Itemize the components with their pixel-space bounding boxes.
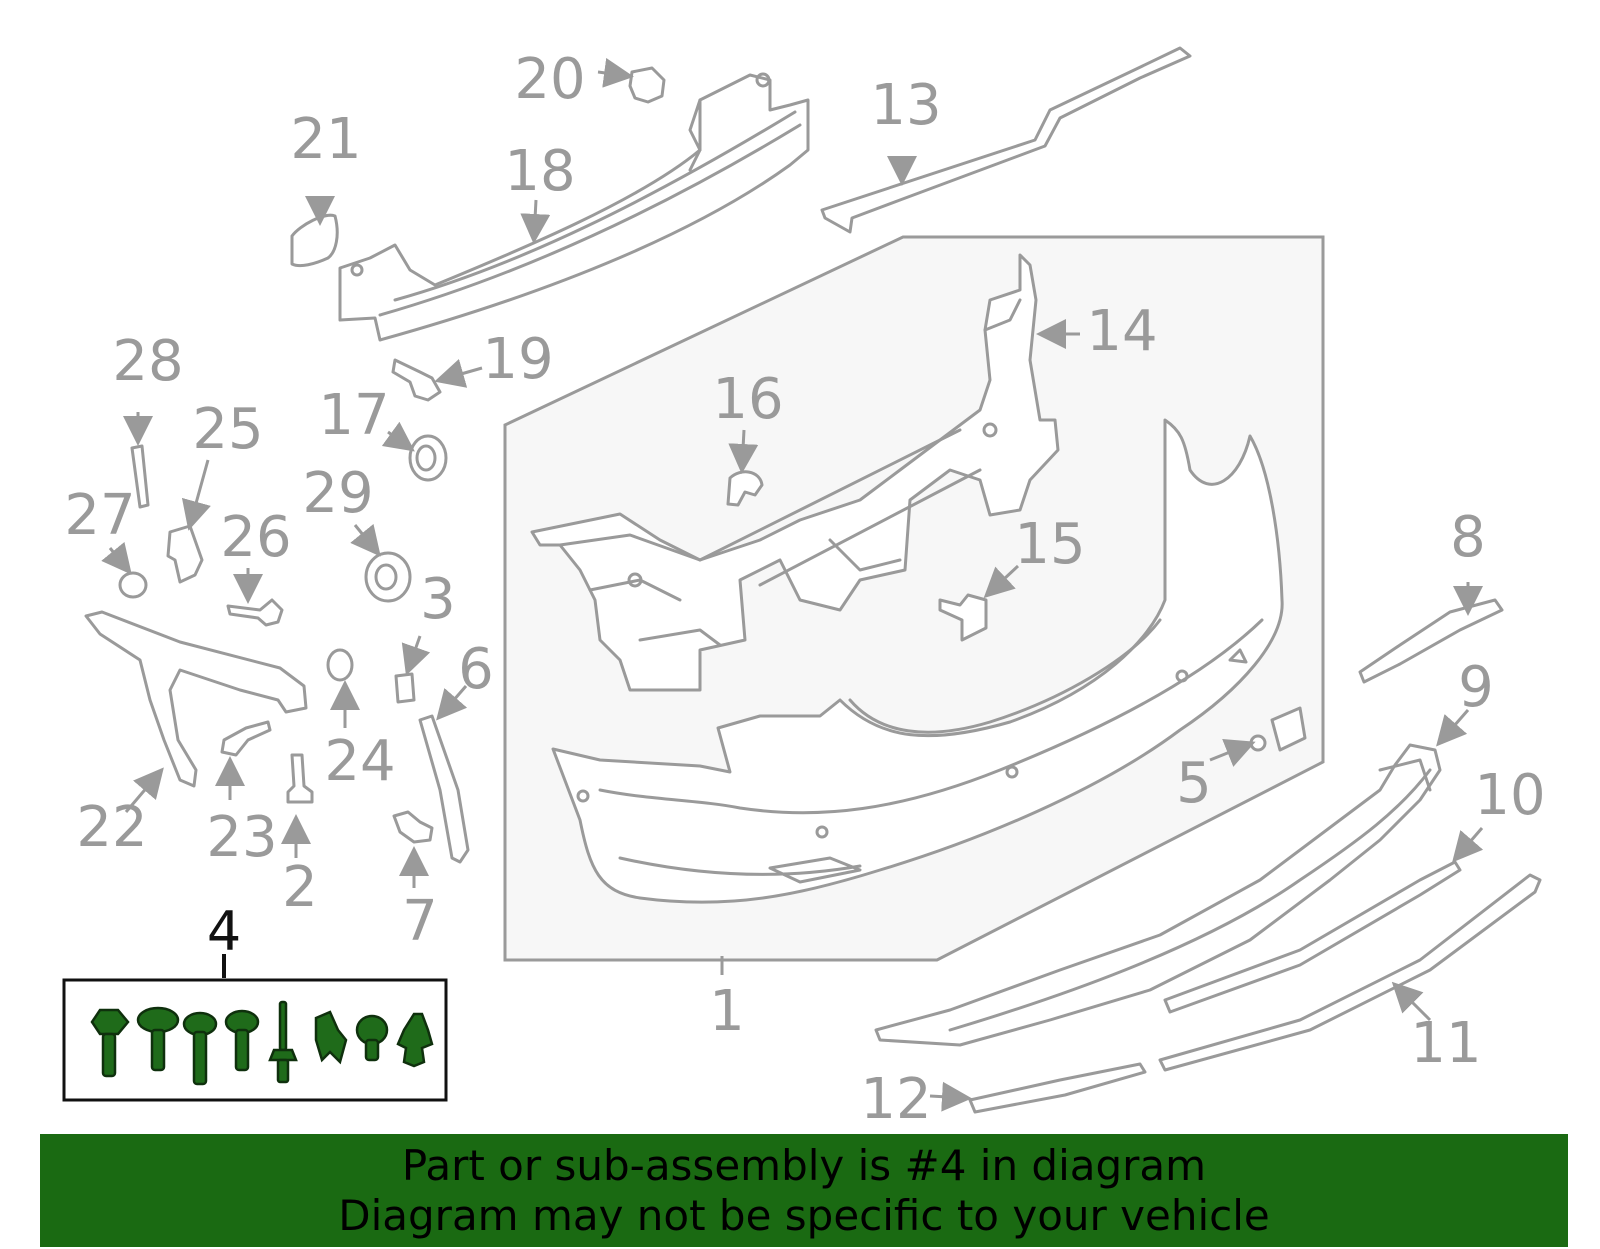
strip-part-13	[820, 46, 1192, 234]
rivet-icon	[268, 1000, 298, 1084]
diffuser-part-9	[874, 743, 1442, 1047]
bracket-part-22	[84, 610, 308, 788]
callout-19: 19	[482, 327, 553, 392]
bolt-part-26	[226, 598, 284, 627]
callout-22: 22	[76, 795, 147, 860]
callout-13: 13	[870, 73, 941, 138]
hardware-kit-part-4	[62, 978, 448, 1102]
clip-part-7	[392, 810, 434, 844]
spring-clip-icon	[314, 1010, 348, 1065]
hardware-kit-box	[62, 978, 448, 1102]
strip-part-12	[968, 1062, 1147, 1114]
callout-8: 8	[1450, 505, 1486, 570]
bolt-part-19	[391, 358, 442, 402]
nut-part-27	[118, 571, 148, 599]
callout-labels: 1 2 3 5 6 7 8 9 10 11 12 13 14 15 16 17 …	[64, 47, 1545, 1132]
long-screw-icon	[182, 1011, 218, 1086]
bracket-part-15	[938, 593, 988, 642]
callout-6: 6	[458, 637, 494, 702]
callout-25: 25	[192, 397, 263, 462]
pin-part-28	[130, 444, 150, 509]
cap-part-21	[290, 213, 339, 268]
strip-part-6	[418, 714, 470, 864]
bushing-part-29	[364, 551, 412, 603]
grommet-part-17	[408, 434, 448, 482]
callout-11: 11	[1410, 1011, 1481, 1076]
callout-5: 5	[1176, 751, 1212, 816]
callout-16: 16	[712, 367, 783, 432]
strip-part-11	[1158, 873, 1542, 1072]
bumper-cover-part	[551, 418, 1284, 904]
banner-line-1: Part or sub-assembly is #4 in diagram	[401, 1140, 1207, 1190]
callout-7: 7	[402, 889, 438, 954]
hex-bolt-icon	[90, 1008, 130, 1078]
nut-part-20	[628, 66, 666, 104]
push-nut-icon	[355, 1014, 389, 1062]
callout-17: 17	[318, 383, 389, 448]
bumper-carrier-part	[530, 253, 1060, 692]
callout-29: 29	[302, 461, 373, 526]
callout-3: 3	[420, 567, 456, 632]
callout-23: 23	[206, 805, 277, 870]
torx-screw-icon	[224, 1009, 260, 1072]
callout-12: 12	[860, 1067, 931, 1132]
sensor-part-5	[1249, 706, 1307, 752]
bolt-part-23	[220, 720, 272, 757]
screw-part-2	[286, 753, 314, 804]
callout-28: 28	[112, 329, 183, 394]
reflector-part-8	[1358, 598, 1504, 684]
leader-lines	[101, 57, 1484, 1112]
strip-part-10	[1163, 860, 1462, 1014]
callout-21: 21	[290, 107, 361, 172]
callout-10: 10	[1474, 763, 1545, 828]
banner-line-2: Diagram may not be specific to your vehi…	[338, 1190, 1270, 1240]
clip-part-25	[166, 524, 204, 584]
callout-24: 24	[324, 729, 395, 794]
callout-14: 14	[1086, 299, 1157, 364]
reinforcement-beam-part-18	[338, 72, 810, 342]
callout-1: 1	[709, 979, 745, 1044]
push-clip-icon	[396, 1012, 434, 1068]
callout-27: 27	[64, 483, 135, 548]
callout-20: 20	[514, 47, 585, 112]
clip-part-3	[394, 672, 416, 704]
callout-18: 18	[504, 139, 575, 204]
callout-15: 15	[1014, 512, 1085, 577]
callout-4: 4	[207, 900, 241, 963]
nut-part-24	[326, 648, 354, 682]
info-banner: Part or sub-assembly is #4 in diagram Di…	[40, 1134, 1568, 1247]
callout-9: 9	[1458, 655, 1494, 720]
flange-bolt-icon	[136, 1006, 180, 1072]
callout-26: 26	[220, 505, 291, 570]
callout-2: 2	[282, 855, 318, 920]
